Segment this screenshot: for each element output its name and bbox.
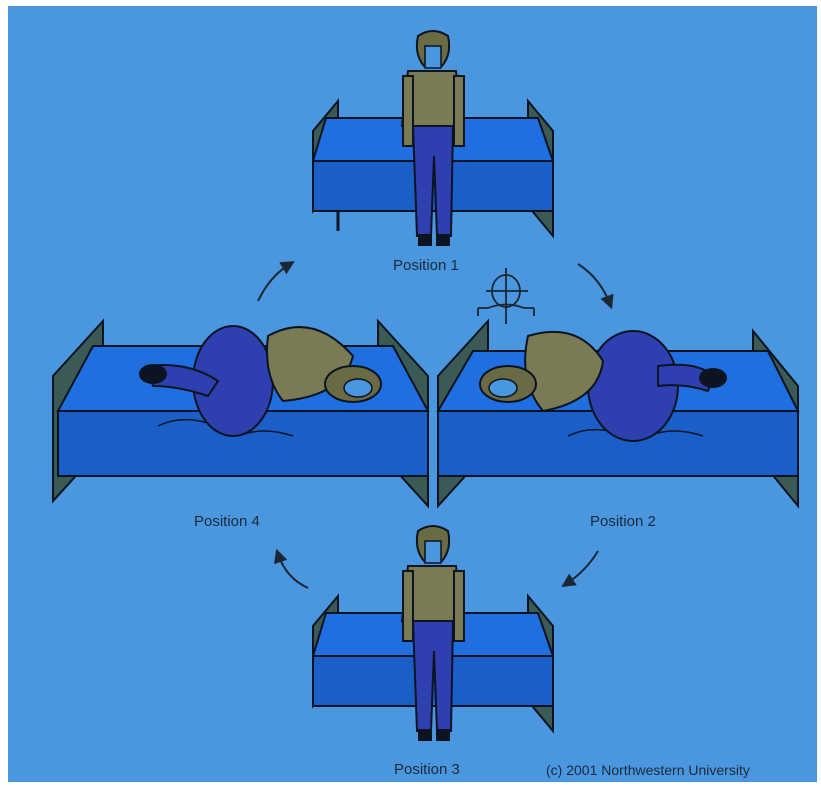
position-3-scene <box>313 526 553 741</box>
cycle-arrow-icon <box>566 551 598 584</box>
illustration <box>8 6 817 782</box>
head-rotation-symbol-icon <box>478 268 534 324</box>
position-4-scene <box>53 321 428 506</box>
cycle-arrow-icon <box>578 264 610 304</box>
position-1-scene <box>313 31 553 246</box>
position-1-label: Position 1 <box>393 257 459 274</box>
position-2-label: Position 2 <box>590 513 656 530</box>
copyright-credit: (c) 2001 Northwestern University <box>546 762 750 778</box>
position-2-scene <box>438 321 798 506</box>
person-icon <box>402 31 464 246</box>
maneuver-diagram: Position 1 Position 2 Position 3 Positio… <box>8 6 817 782</box>
position-4-label: Position 4 <box>194 513 260 530</box>
position-3-label: Position 3 <box>394 761 460 778</box>
person-icon <box>402 526 464 741</box>
cycle-arrow-icon <box>258 264 290 301</box>
cycle-arrow-icon <box>278 554 308 588</box>
